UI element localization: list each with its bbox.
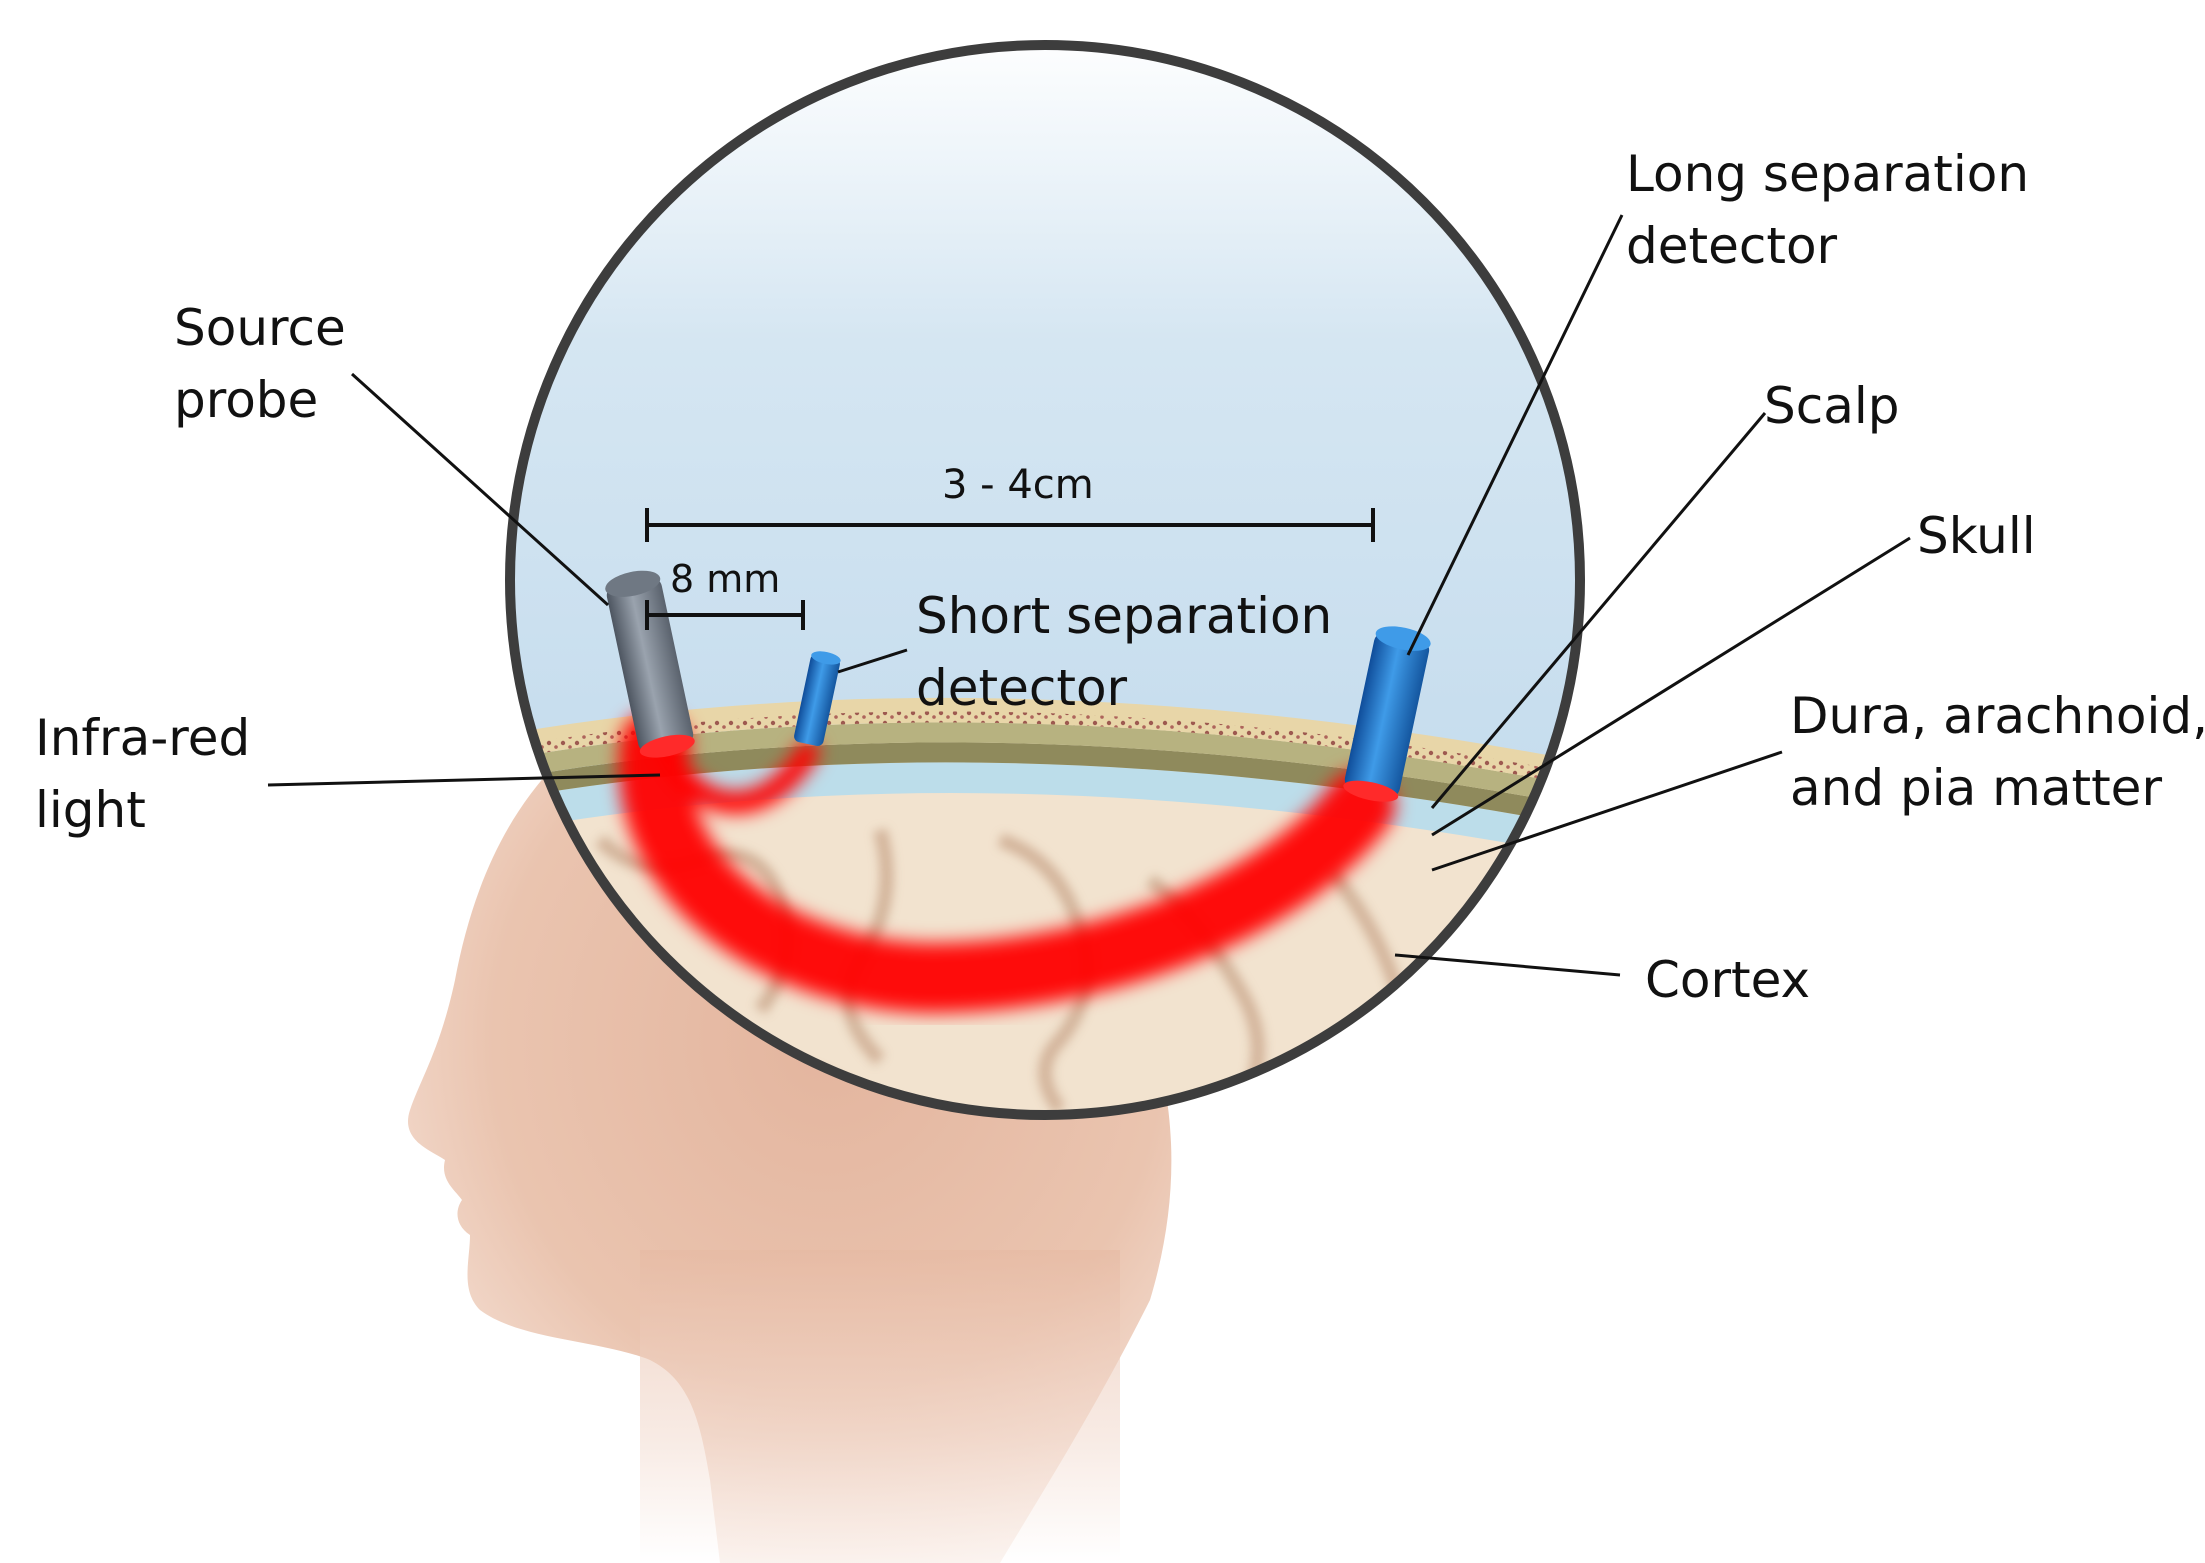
short-detector-leader [837,648,908,674]
meninges-leader [1431,750,1783,872]
short-separation-detector [794,651,841,747]
skull-label: Skull [1917,507,2036,565]
infrared-light-paths [618,710,1395,1014]
long-detector-leader [1406,214,1624,656]
magnifier-border [505,40,1585,1120]
skull-leader [1431,536,1911,837]
infrared-light-label: Infra-red light [35,709,251,839]
short-detector-label: Short separation detector [916,587,1333,717]
cortex-label: Cortex [1645,951,1811,1009]
source-probe-leader [350,372,610,607]
short-distance-bracket [645,600,805,630]
scalp-leader [1430,412,1767,809]
meninges-label: Dura, arachnoid, and pia matter [1790,687,2205,817]
long-distance-label: 3 - 4cm [942,462,1094,508]
cortex-leader [1394,953,1621,977]
magnified-view [510,45,1580,1115]
source-probe [605,570,695,758]
infrared-leader [267,773,661,787]
source-probe-label: Source probe [174,299,346,429]
long-distance-bracket [645,508,1375,542]
long-separation-detector [1343,626,1431,802]
scalp-label: Scalp [1764,377,1900,435]
leader-lines [267,214,1911,977]
short-distance-label: 8 mm [670,557,781,601]
long-detector-label: Long separation detector [1626,145,2030,275]
